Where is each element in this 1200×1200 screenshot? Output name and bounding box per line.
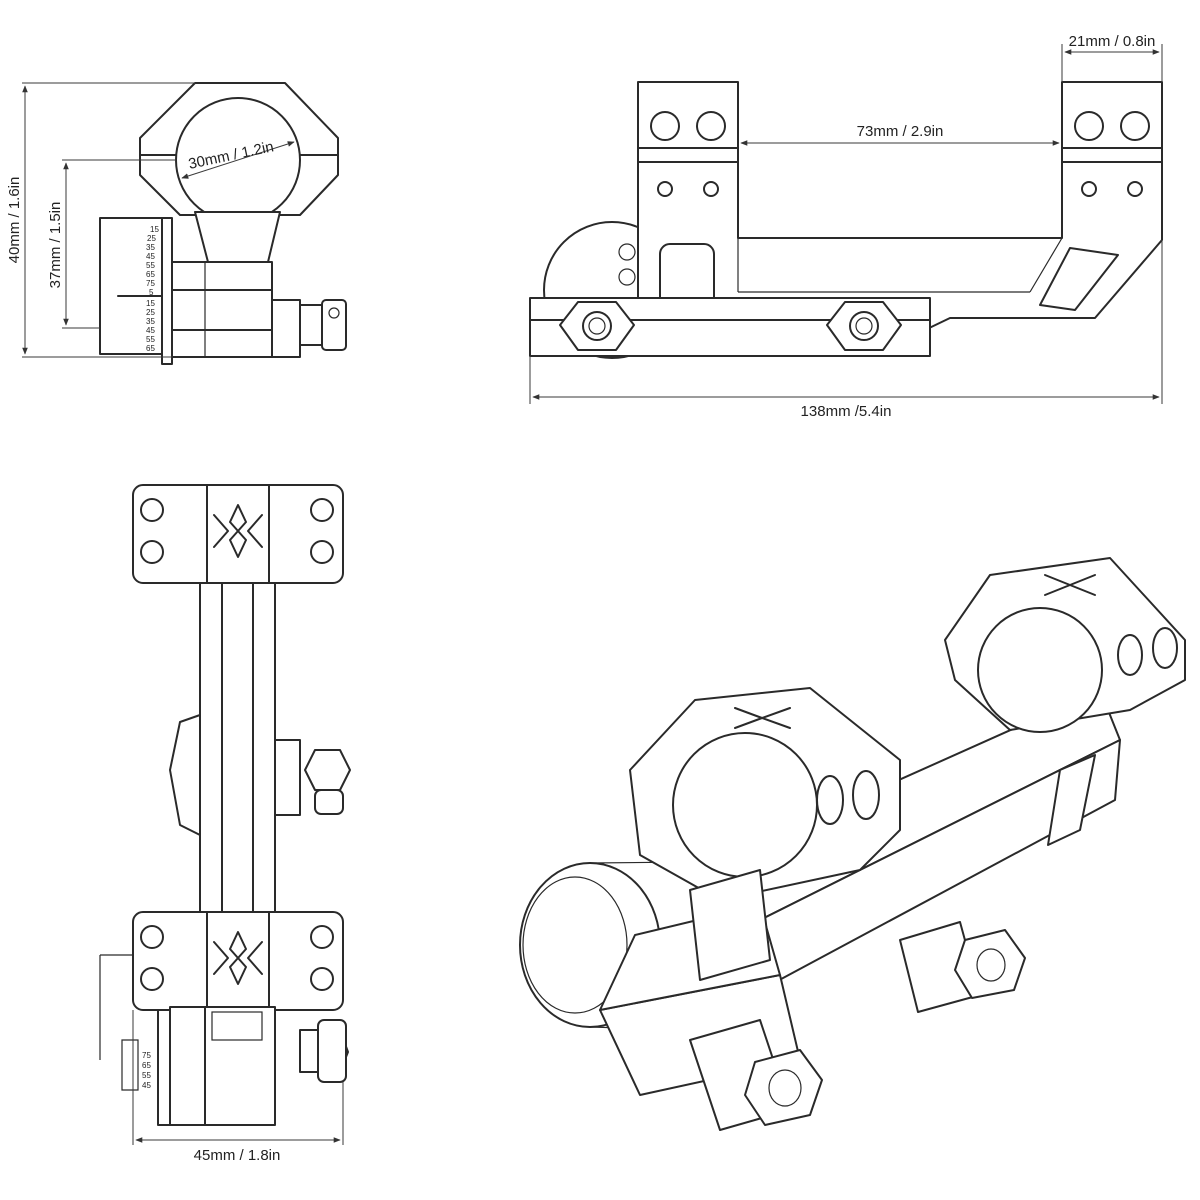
dimension-total-length: 138mm /5.4in — [529, 240, 1163, 420]
dial-tick-label: 55 — [146, 261, 155, 270]
dimension-center-height: 37mm / 1.5in — [47, 159, 176, 329]
top-view — [99, 484, 351, 1126]
front-dial-ticks: 15 25 35 45 55 65 75 5 15 25 35 45 55 65 — [146, 225, 159, 353]
dial-tick-label: 15 — [150, 225, 159, 234]
dimension-base-width: 45mm / 1.8in — [132, 1010, 344, 1164]
total-length-label: 138mm /5.4in — [801, 403, 892, 420]
dial-tick-label: 35 — [146, 317, 155, 326]
dimension-ring-spacing: 73mm / 2.9in — [740, 123, 1060, 146]
dial-tick-label: 65 — [142, 1061, 151, 1070]
dial-tick-label: 75 — [146, 279, 155, 288]
front-view — [99, 82, 347, 365]
ring-width-label: 21mm / 0.8in — [1069, 33, 1156, 50]
dial-tick-label: 25 — [147, 234, 156, 243]
dial-tick-label: 55 — [142, 1071, 151, 1080]
dial-tick-label: 5 — [149, 288, 154, 297]
top-dial-ticks: 75 65 55 45 — [142, 1051, 151, 1090]
ring-spacing-label: 73mm / 2.9in — [857, 123, 944, 140]
dial-tick-label: 15 — [146, 299, 155, 308]
side-view — [529, 81, 1163, 359]
center-height-label: 37mm / 1.5in — [47, 202, 64, 289]
dial-tick-label: 45 — [146, 326, 155, 335]
dial-tick-label: 65 — [146, 344, 155, 353]
dial-tick-label: 45 — [146, 252, 155, 261]
base-width-label: 45mm / 1.8in — [194, 1147, 281, 1164]
dial-tick-label: 35 — [146, 243, 155, 252]
total-height-label: 40mm / 1.6in — [6, 177, 23, 264]
dial-tick-label: 45 — [142, 1081, 151, 1090]
dimension-total-height: 40mm / 1.6in — [6, 82, 195, 358]
dial-tick-label: 65 — [146, 270, 155, 279]
dial-tick-label: 75 — [142, 1051, 151, 1060]
dimension-ring-width: 21mm / 0.8in — [1061, 33, 1163, 82]
dial-tick-label: 25 — [146, 308, 155, 317]
isometric-view — [519, 557, 1186, 1131]
dial-tick-label: 55 — [146, 335, 155, 344]
